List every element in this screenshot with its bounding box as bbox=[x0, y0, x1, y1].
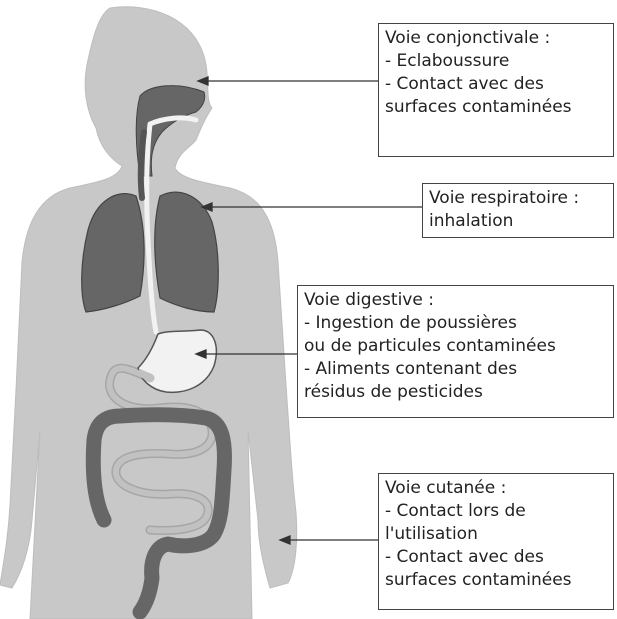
label-title: Voie cutanée : bbox=[385, 477, 607, 500]
label-title: Voie digestive : bbox=[304, 289, 607, 312]
label-line: résidus de pesticides bbox=[304, 381, 607, 404]
label-line: - Contact avec des bbox=[385, 73, 607, 96]
label-line: surfaces contaminées bbox=[385, 569, 607, 592]
label-line: inhalation bbox=[429, 210, 607, 233]
label-voie-conjonctivale: Voie conjonctivale : - Eclaboussure - Co… bbox=[378, 23, 614, 157]
label-line: - Contact lors de bbox=[385, 500, 607, 523]
label-voie-cutanee: Voie cutanée : - Contact lors de l'utili… bbox=[378, 473, 614, 610]
label-title: Voie respiratoire : bbox=[429, 187, 607, 210]
label-line: - Aliments contenant des bbox=[304, 358, 607, 381]
label-title: Voie conjonctivale : bbox=[385, 27, 607, 50]
label-line: ou de particules contaminées bbox=[304, 335, 607, 358]
label-line: l'utilisation bbox=[385, 523, 607, 546]
label-line: - Ingestion de poussières bbox=[304, 312, 607, 335]
label-voie-respiratoire: Voie respiratoire : inhalation bbox=[422, 183, 614, 238]
label-line: - Eclaboussure bbox=[385, 50, 607, 73]
trachea bbox=[141, 132, 144, 198]
label-line: surfaces contaminées bbox=[385, 96, 607, 119]
label-voie-digestive: Voie digestive : - Ingestion de poussièr… bbox=[297, 285, 614, 418]
label-line: - Contact avec des bbox=[385, 546, 607, 569]
